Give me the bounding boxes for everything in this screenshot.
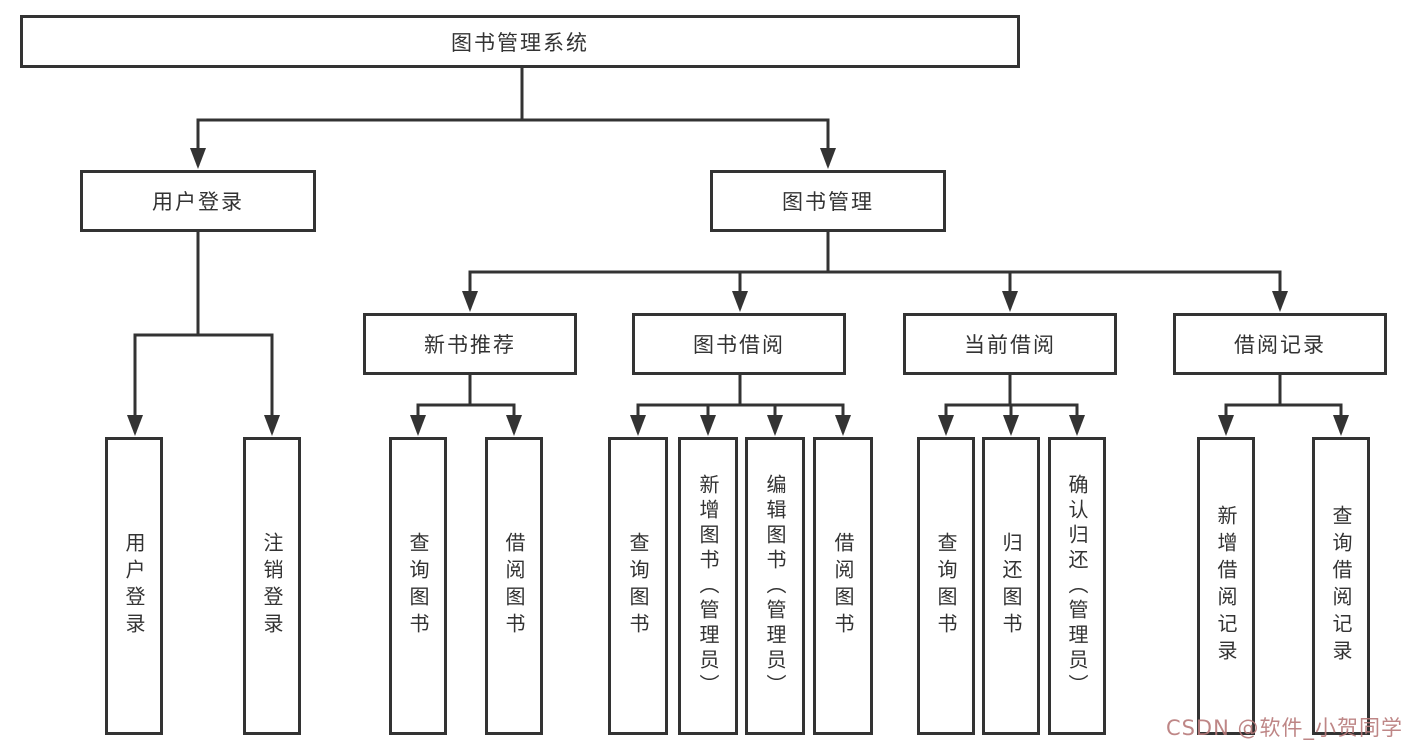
leaf-return-books: 归还图书 xyxy=(982,437,1040,735)
node-borrow-records: 借阅记录 xyxy=(1173,313,1387,375)
leaf-edit-books-admin: 编辑图书（管理员） xyxy=(745,437,805,735)
node-label: 借阅记录 xyxy=(1234,333,1326,357)
leaf-borrow-books: 借阅图书 xyxy=(813,437,873,735)
node-label: 编辑图书（管理员） xyxy=(763,473,787,699)
node-label: 借阅图书 xyxy=(502,532,526,640)
leaf-confirm-return-admin: 确认归还（管理员） xyxy=(1048,437,1106,735)
leaf-query-books-recommend: 查询图书 xyxy=(389,437,447,735)
node-root-system: 图书管理系统 xyxy=(20,15,1020,68)
node-label: 用户登录 xyxy=(122,532,146,640)
node-book-management: 图书管理 xyxy=(710,170,946,232)
leaf-add-borrow-record: 新增借阅记录 xyxy=(1197,437,1255,735)
node-current-borrow: 当前借阅 xyxy=(903,313,1117,375)
node-label: 确认归还（管理员） xyxy=(1065,473,1089,699)
node-label: 归还图书 xyxy=(999,532,1023,640)
node-label: 查询图书 xyxy=(406,532,430,640)
node-label: 图书管理 xyxy=(782,190,874,214)
leaf-borrow-books-recommend: 借阅图书 xyxy=(485,437,543,735)
node-label: 新书推荐 xyxy=(424,333,516,357)
node-label: 图书借阅 xyxy=(693,333,785,357)
csdn-watermark: CSDN @软件_小贺同学 xyxy=(1165,716,1403,740)
node-book-borrow: 图书借阅 xyxy=(632,313,846,375)
node-label: 当前借阅 xyxy=(964,333,1056,357)
leaf-query-books: 查询图书 xyxy=(608,437,668,735)
arrowheads xyxy=(127,148,1349,436)
node-label: 查询图书 xyxy=(626,532,650,640)
node-label: 查询借阅记录 xyxy=(1329,505,1353,667)
leaf-add-books-admin: 新增图书（管理员） xyxy=(678,437,738,735)
leaf-query-books-current: 查询图书 xyxy=(917,437,975,735)
node-label: 图书管理系统 xyxy=(451,30,589,55)
node-label: 新增借阅记录 xyxy=(1214,505,1238,667)
node-label: 注销登录 xyxy=(260,532,284,640)
node-user-login: 用户登录 xyxy=(80,170,316,232)
leaf-user-login: 用户登录 xyxy=(105,437,163,735)
leaf-query-borrow-record: 查询借阅记录 xyxy=(1312,437,1370,735)
node-label: 查询图书 xyxy=(934,532,958,640)
node-label: 借阅图书 xyxy=(831,532,855,640)
leaf-logout: 注销登录 xyxy=(243,437,301,735)
node-label: 新增图书（管理员） xyxy=(696,473,720,699)
node-label: 用户登录 xyxy=(152,190,244,214)
node-new-book-recommend: 新书推荐 xyxy=(363,313,577,375)
